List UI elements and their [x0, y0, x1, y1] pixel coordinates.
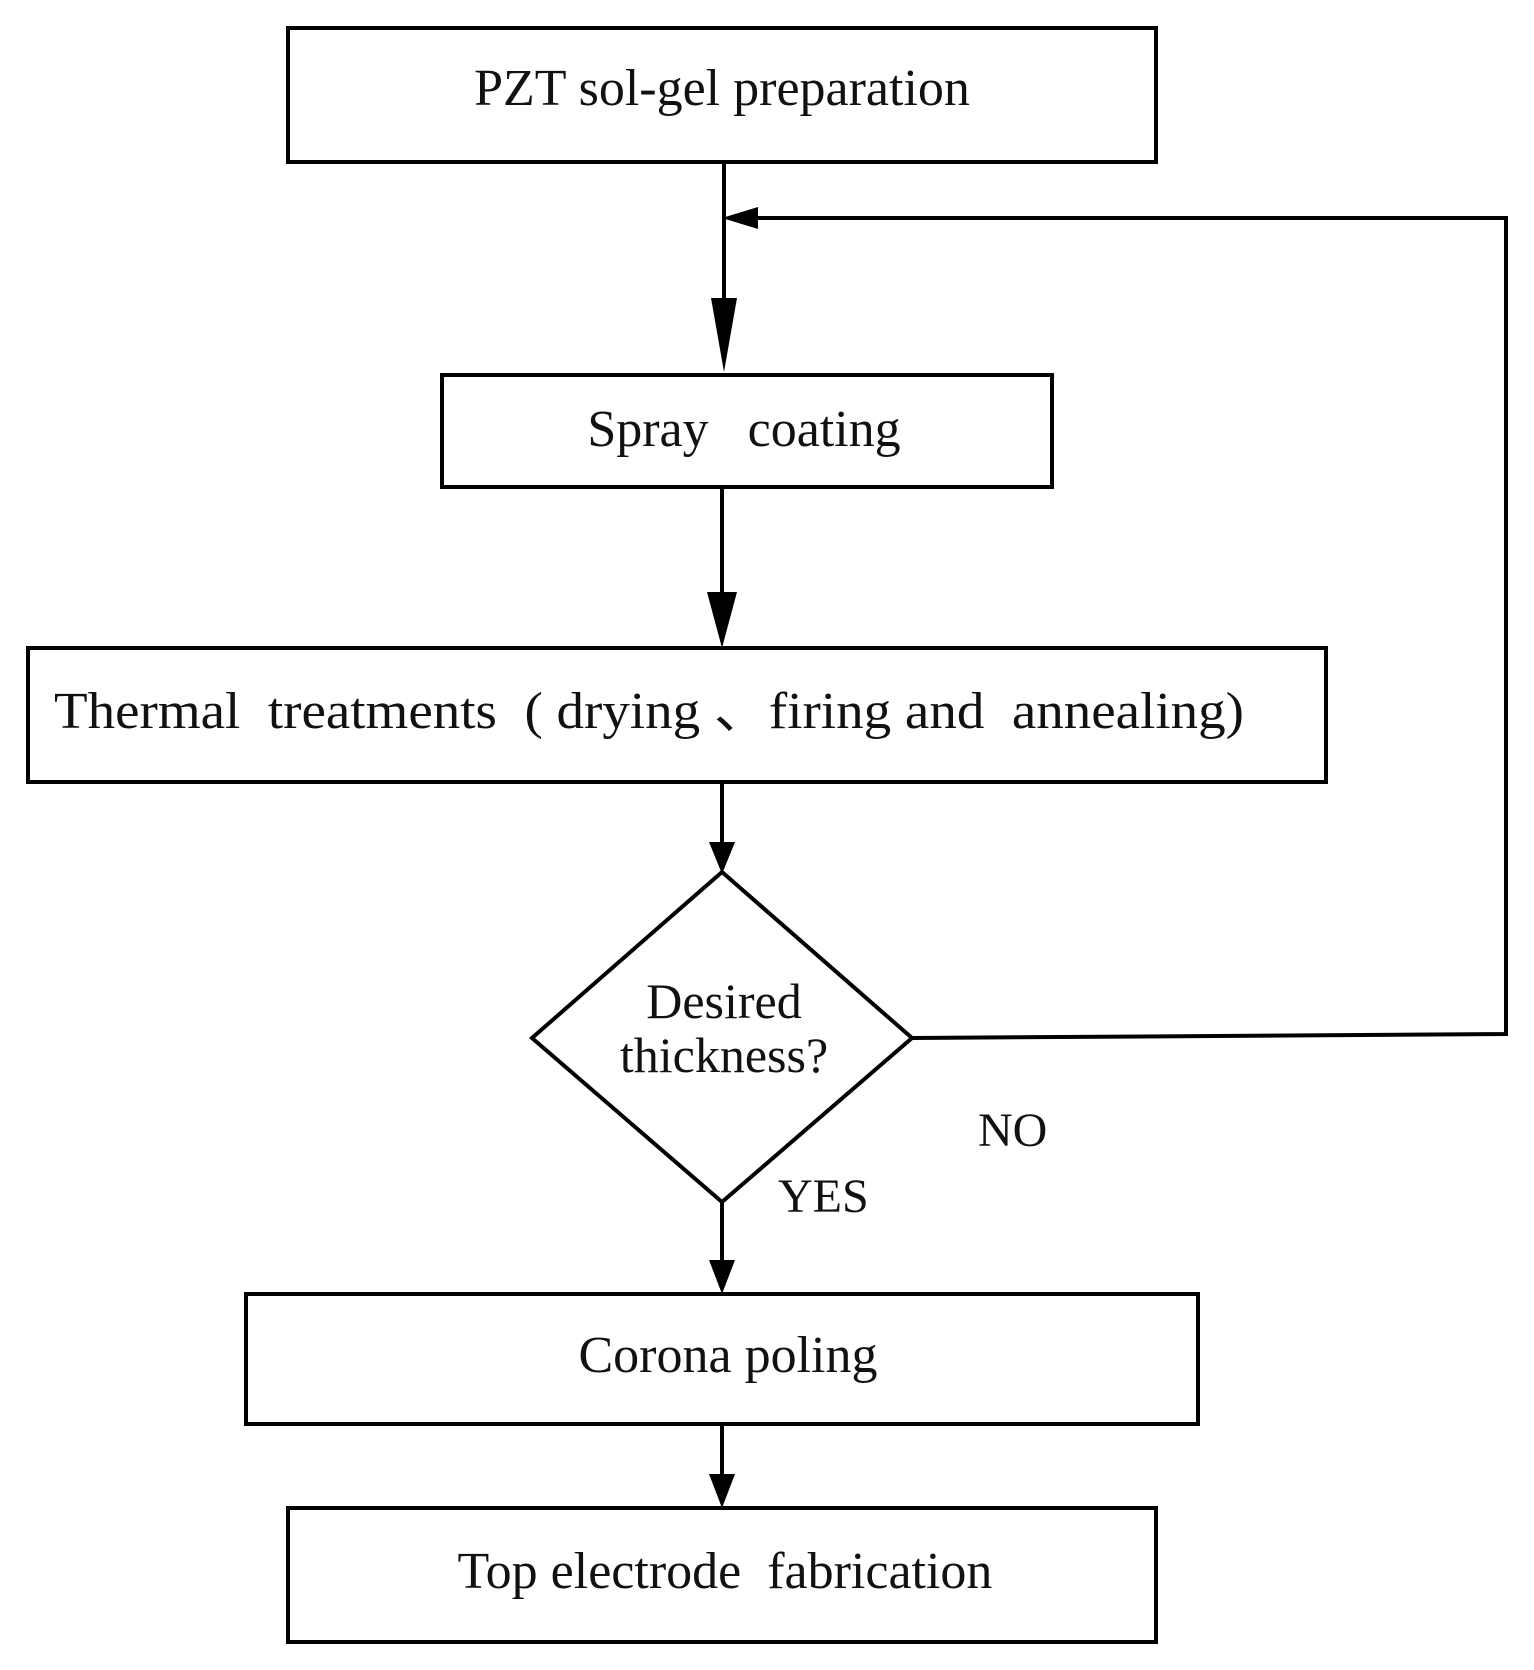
- step-thermal-treatments: Thermal treatments ( drying 、firing and …: [26, 646, 1328, 784]
- step-corona-poling: Corona poling: [244, 1292, 1200, 1426]
- step-thermal-treatments-label: Thermal treatments ( drying 、firing and …: [54, 683, 1244, 740]
- step-top-electrode-fabrication-label: Top electrode fabrication: [458, 1543, 993, 1600]
- decision-desired-thickness: Desired thickness?: [528, 869, 916, 1205]
- arrow-to-thermal-treatments: [707, 487, 737, 648]
- step-corona-poling-label: Corona poling: [579, 1327, 878, 1384]
- decision-label-line1: Desired: [646, 973, 802, 1029]
- arrow-to-corona-poling: [709, 1202, 735, 1294]
- arrow-to-spray-coating: [711, 162, 737, 372]
- step-spray-coating: Spray coating: [440, 373, 1054, 489]
- step-sol-gel-preparation: PZT sol-gel preparation: [286, 26, 1158, 164]
- decision-label-line2: thickness?: [620, 1027, 828, 1083]
- loop-back-connector: [722, 207, 1508, 1040]
- step-spray-coating-label: Spray coating: [587, 401, 900, 458]
- branch-label-yes: YES: [778, 1170, 869, 1223]
- branch-label-no: NO: [978, 1104, 1047, 1157]
- arrow-to-decision: [709, 782, 735, 874]
- arrow-to-top-electrode: [709, 1424, 735, 1508]
- step-top-electrode-fabrication: Top electrode fabrication: [286, 1506, 1158, 1644]
- step-sol-gel-preparation-label: PZT sol-gel preparation: [474, 60, 970, 117]
